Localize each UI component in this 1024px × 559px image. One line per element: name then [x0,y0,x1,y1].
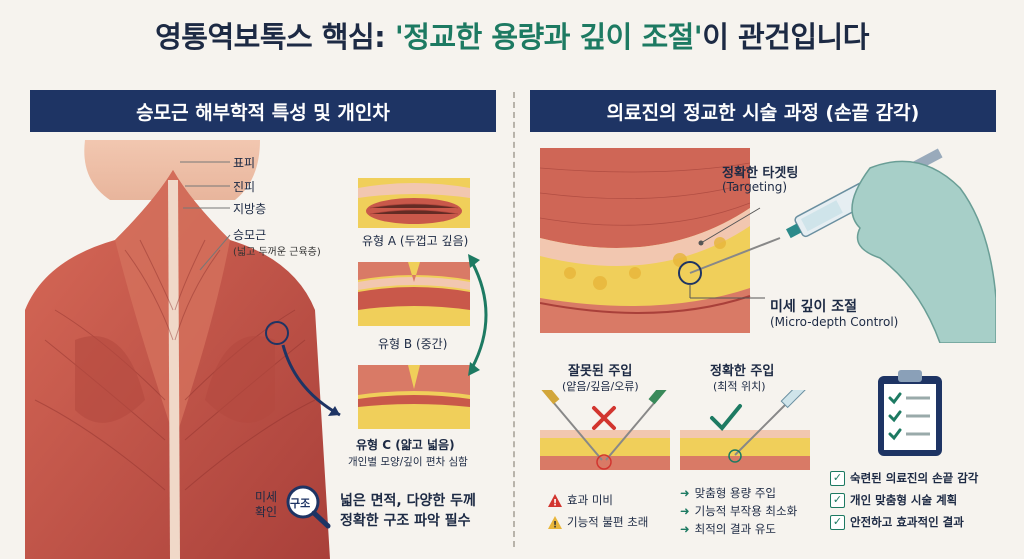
right-title: 정확한 주입 [710,364,775,379]
checklist-item-1: ✓개인 맞춤형 시술 계획 [830,492,957,508]
type-b-thumbnail [358,262,470,326]
wrong-item-1: ! 기능적 불편 초래 [548,514,648,530]
label-dermis: 진피 [233,180,256,194]
magnifier-badge: 구조 [290,497,311,510]
wrong-title: 잘못된 주입 [568,364,633,379]
arrow-icon: ➜ [680,486,690,500]
clipboard-icon [878,370,942,456]
type-c-label: 유형 C (얇고 넓음) [356,438,455,452]
title-suffix: 이 관건입니다 [702,20,869,54]
wrong-sub: (얕음/깊음/오류) [562,380,639,393]
label-trapezius: 승모근 [233,228,267,242]
right-section-banner: 의료진의 정교한 시술 과정 (손끝 감각) [530,90,996,132]
targeting-title: 정확한 타겟팅 [722,166,799,181]
checklist-item-2: ✓안전하고 효과적인 결과 [830,514,964,530]
right-sub: (최적 위치) [713,380,766,393]
right-item-0: ➜맞춤형 용량 주입 [680,486,777,500]
type-c-note: 개인별 모양/깊이 편차 심함 [348,456,468,468]
type-b-label: 유형 B (중간) [378,337,448,351]
structure-line2: 정확한 구조 파악 필수 [340,513,471,529]
type-c-thumbnail [358,365,470,429]
svg-text:!: ! [553,498,557,507]
label-trapezius-note: (넓고 두꺼운 근육층) [233,247,321,258]
arrow-icon: ➜ [680,522,690,536]
title-highlight: '정교한 용량과 깊이 조절' [394,20,703,54]
checklist-item-0: ✓숙련된 의료진의 손끝 감각 [830,470,978,486]
depth-title: 미세 깊이 조절 [770,299,858,315]
targeting-sub: (Targeting) [722,180,788,194]
depth-sub: (Micro-depth Control) [770,315,899,329]
label-epidermis: 표피 [233,156,256,170]
warning-icon: ! [548,493,562,507]
injection-cross-section [540,148,996,343]
wrong-item-0: ! 효과 미비 [548,492,613,508]
back-anatomy-illustration [25,140,341,559]
check-icon: ✓ [830,470,845,486]
section-divider [513,92,515,547]
right-item-2: ➜최적의 결과 유도 [680,522,777,536]
right-item-1: ➜기능적 부작용 최소화 [680,504,798,518]
title-prefix: 영통역보톡스 핵심: [155,20,395,54]
variation-arrow [468,254,488,376]
structure-line1: 넓은 면적, 다양한 두께 [340,493,476,509]
magnifier-icon [286,485,331,529]
warning-icon: ! [548,515,562,529]
magnifier-side-label: 미세 확인 [255,490,278,519]
check-icon: ✓ [830,514,845,530]
svg-text:!: ! [553,520,557,529]
arrow-icon: ➜ [680,504,690,518]
page-title: 영통역보톡스 핵심: '정교한 용량과 깊이 조절'이 관건입니다 [0,14,1024,56]
type-a-thumbnail [358,178,470,228]
left-section-banner: 승모근 해부학적 특성 및 개인차 [30,90,496,132]
label-fat: 지방층 [233,202,267,216]
wrong-injection-diagram [540,390,670,470]
check-icon: ✓ [830,492,845,508]
right-injection-diagram [680,390,810,470]
type-a-label: 유형 A (두껍고 깊음) [362,234,469,248]
